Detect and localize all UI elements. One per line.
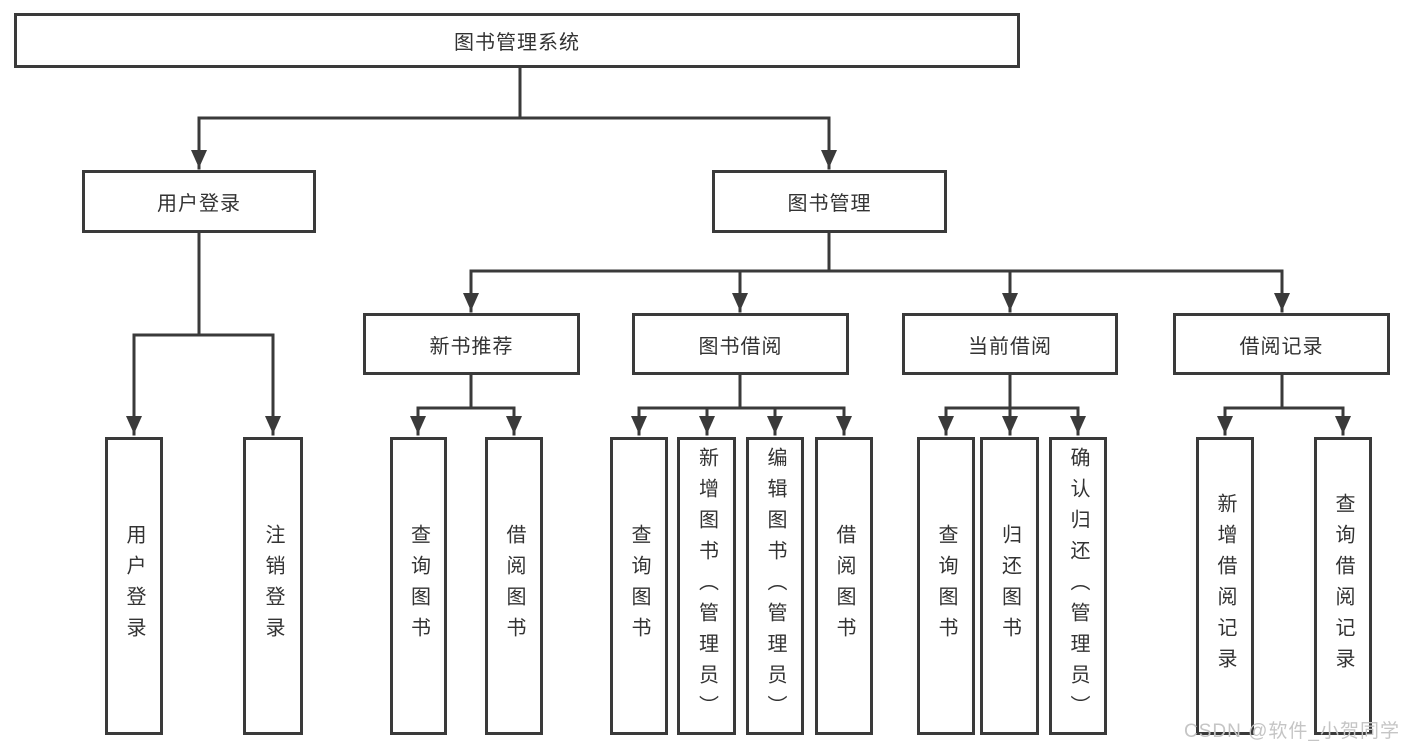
leaf-query-book-borrow: 查询图书: [610, 437, 668, 735]
node-book-borrow: 图书借阅: [632, 313, 849, 375]
connector-book-management-to-level3: [463, 231, 1290, 313]
leaf-return-book: 归还图书: [980, 437, 1039, 735]
node-label: 图书管理: [787, 193, 872, 215]
leaf-borrow-book-recommend: 借阅图书: [485, 437, 543, 735]
leaf-label: 用户登录: [123, 524, 145, 648]
leaf-query-book-recommend: 查询图书: [390, 437, 447, 735]
connector-book-borrow-group: [631, 373, 852, 436]
node-label: 图书管理系统: [454, 32, 580, 54]
node-borrow-records: 借阅记录: [1173, 313, 1390, 375]
leaf-label: 新增借阅记录: [1214, 493, 1236, 679]
leaf-label: 查询借阅记录: [1332, 493, 1354, 679]
leaf-label: 编辑图书（管理员）: [764, 446, 786, 726]
leaf-edit-book-admin: 编辑图书（管理员）: [746, 437, 804, 735]
node-label: 当前借阅: [968, 335, 1052, 358]
connector-current-borrow-group: [938, 373, 1086, 436]
leaf-logout-login: 注销登录: [243, 437, 303, 735]
leaf-label: 借阅图书: [503, 524, 525, 648]
node-new-book-recommend: 新书推荐: [363, 313, 580, 375]
node-user-login: 用户登录: [82, 170, 316, 233]
node-label: 用户登录: [157, 193, 241, 215]
connector-root-to-level2: [191, 66, 837, 170]
leaf-add-book-admin: 新增图书（管理员）: [677, 437, 736, 735]
node-label: 图书借阅: [698, 335, 783, 358]
connector-user-login-group: [126, 231, 281, 436]
leaf-query-borrow-record: 查询借阅记录: [1314, 437, 1372, 735]
leaf-label: 新增图书（管理员）: [695, 446, 718, 726]
leaf-label: 查询图书: [628, 524, 650, 648]
node-label: 借阅记录: [1239, 335, 1324, 358]
leaf-add-borrow-record: 新增借阅记录: [1196, 437, 1254, 735]
leaf-confirm-return-admin: 确认归还（管理员）: [1049, 437, 1107, 735]
leaf-label: 注销登录: [262, 524, 284, 648]
connector-new-book-recommend-group: [410, 373, 522, 436]
leaf-query-book-current: 查询图书: [917, 437, 975, 735]
leaf-borrow-book: 借阅图书: [815, 437, 873, 735]
leaf-label: 查询图书: [407, 524, 430, 648]
leaf-label: 借阅图书: [833, 524, 855, 648]
node-library-management-system: 图书管理系统: [14, 13, 1020, 68]
leaf-label: 归还图书: [998, 524, 1021, 648]
leaf-label: 确认归还（管理员）: [1067, 446, 1089, 726]
node-current-borrow: 当前借阅: [902, 313, 1118, 375]
connector-borrow-records-group: [1217, 373, 1351, 436]
csdn-watermark: CSDN @软件_小贺同学: [1184, 721, 1400, 742]
node-book-management: 图书管理: [712, 170, 947, 233]
leaf-label: 查询图书: [935, 524, 957, 648]
node-label: 新书推荐: [429, 335, 514, 358]
leaf-user-login: 用户登录: [105, 437, 163, 735]
